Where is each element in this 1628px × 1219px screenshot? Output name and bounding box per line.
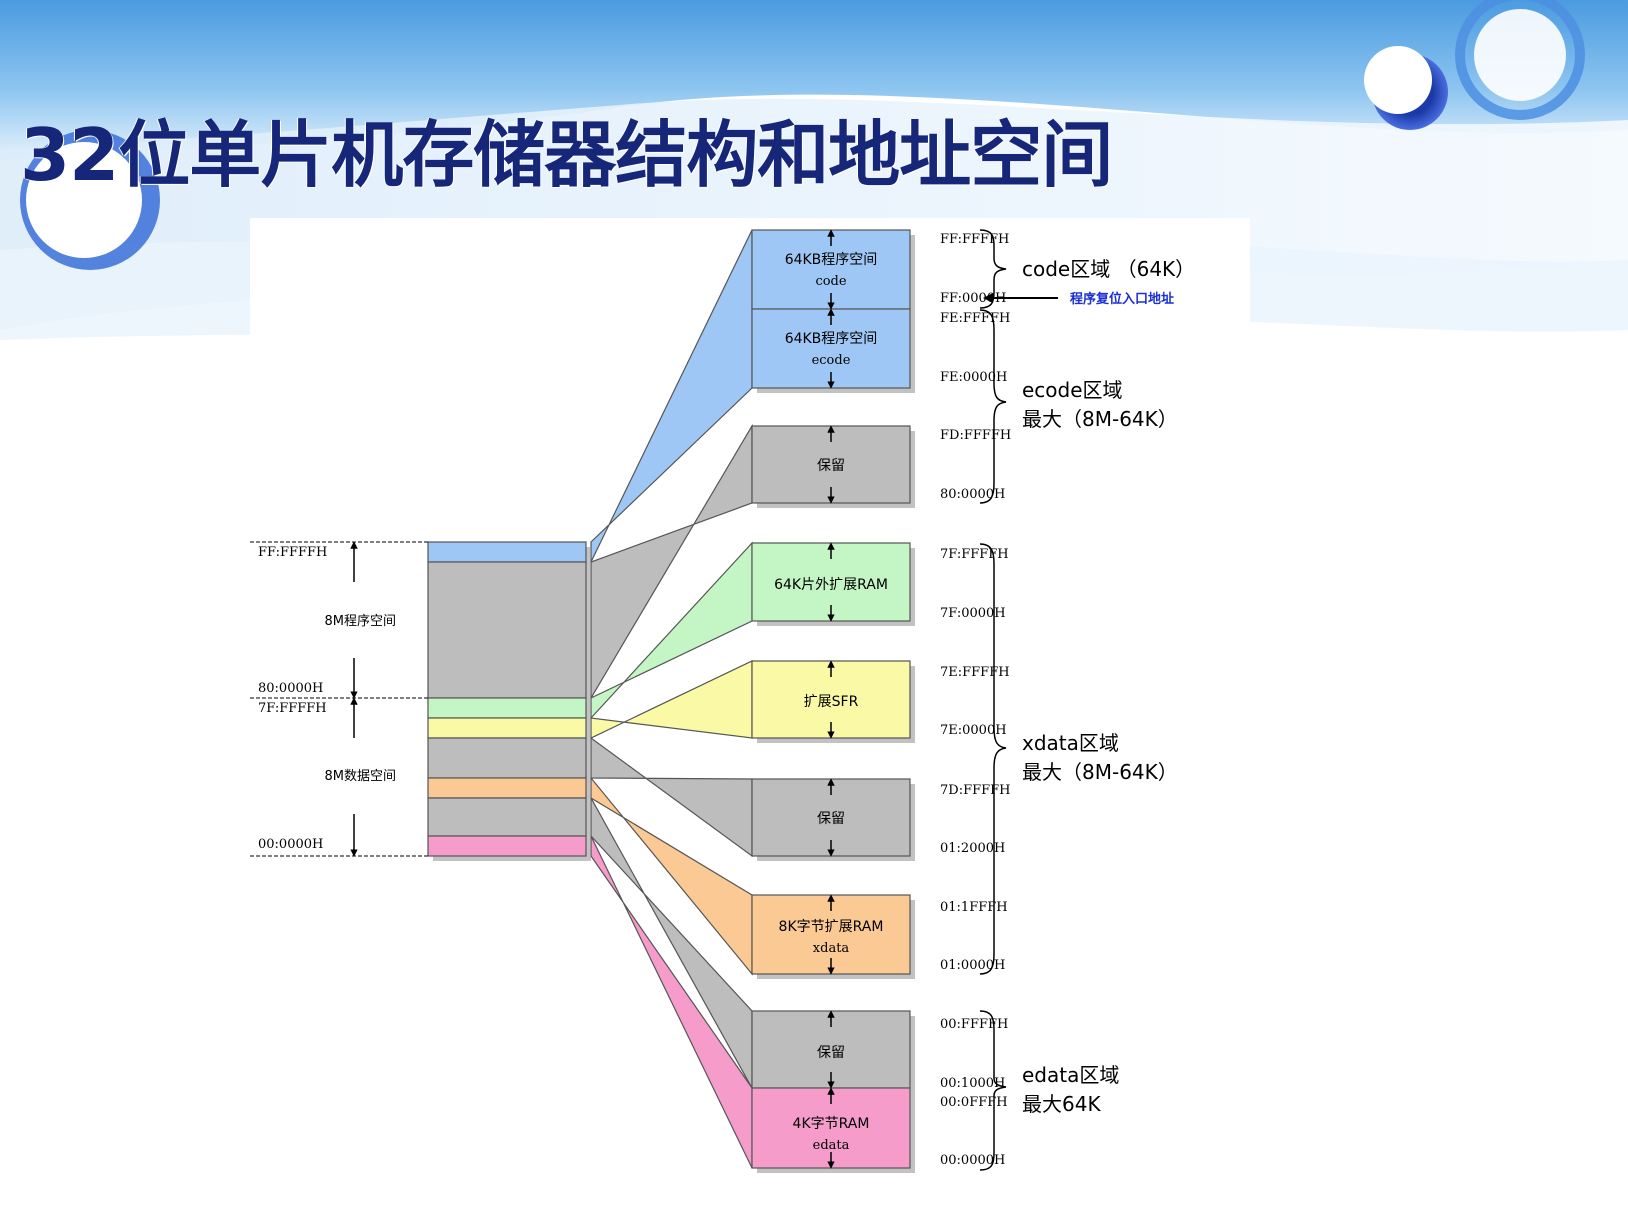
left-green-segment	[427, 697, 587, 719]
block-ecode-sublabel: ecode	[812, 353, 851, 368]
region-edata-label-1: edata区域	[1022, 1063, 1119, 1087]
left-label-8m-program: 8M程序空间	[325, 614, 397, 629]
memory-map-diagram: FF:FFFFH 8M程序空间 80:0000H 7F:FFFFH 8M数据空间…	[250, 218, 1250, 1219]
block-reserved-1-label: 保留	[817, 458, 845, 474]
addr-fe-0000: FE:0000H	[940, 370, 1007, 385]
addr-01-1fff: 01:1FFFH	[940, 900, 1008, 915]
addr-00-ffff: 00:FFFFH	[940, 1017, 1008, 1032]
block-ext-sfr-label: 扩展SFR	[804, 694, 859, 710]
block-edata-sublabel: edata	[813, 1138, 850, 1153]
addr-80-0000: 80:0000H	[940, 487, 1005, 502]
brace-xdata	[979, 543, 1007, 975]
left-data-reserved	[427, 737, 587, 779]
left-pink-segment	[427, 835, 587, 857]
addr-00-0fff: 00:0FFFH	[940, 1095, 1008, 1110]
block-ext-ram-label: 64K片外扩展RAM	[774, 577, 888, 593]
top-left-circle-decoration	[20, 130, 160, 270]
block-reserved-3-label: 保留	[817, 1045, 845, 1061]
region-xdata-label-1: xdata区域	[1022, 731, 1119, 755]
top-right-circles-decoration	[1364, 0, 1585, 130]
brace-edata	[979, 1010, 1007, 1171]
addr-7e-ffff: 7E:FFFFH	[940, 665, 1010, 680]
left-orange-segment	[427, 777, 587, 799]
page-title: 32位单片机存储器结构和地址空间	[20, 113, 1113, 197]
addr-7f-ffff: 7F:FFFFH	[940, 547, 1009, 562]
left-prog-reserved	[427, 561, 587, 699]
block-xdata-sublabel: xdata	[813, 941, 850, 956]
left-label-7f-ffff: 7F:FFFFH	[258, 701, 327, 716]
region-ecode-label-2: 最大（8M-64K）	[1022, 407, 1178, 431]
addr-00-1000: 00:1000H	[940, 1076, 1005, 1091]
left-label-00-0000: 00:0000H	[258, 837, 323, 852]
region-labels: code区域 （64K） 程序复位入口地址 ecode区域 最大（8M-64K）…	[1022, 257, 1195, 1116]
addr-fe-ffff: FE:FFFFH	[940, 311, 1010, 326]
block-edata-label: 4K字节RAM	[793, 1116, 870, 1132]
block-code-label: 64KB程序空间	[785, 252, 878, 268]
block-reserved-2-label: 保留	[817, 811, 845, 827]
left-data-reserved-2	[427, 797, 587, 837]
left-label-80-0000: 80:0000H	[258, 681, 323, 696]
left-column: FF:FFFFH 8M程序空间 80:0000H 7F:FFFFH 8M数据空间…	[250, 541, 591, 861]
block-labels: 64KB程序空间 code 64KB程序空间 ecode 保留 64K片外扩展R…	[774, 252, 888, 1153]
region-braces	[979, 229, 1007, 1171]
brace-ecode	[979, 309, 1007, 504]
left-code-segment	[427, 541, 587, 563]
addr-01-2000: 01:2000H	[940, 841, 1005, 856]
address-labels: FF:FFFFH FF:0000H FE:FFFFH FE:0000H FD:F…	[940, 232, 1011, 1168]
block-ecode-label: 64KB程序空间	[785, 331, 878, 347]
block-code-sublabel: code	[815, 274, 846, 289]
block-xdata-label: 8K字节扩展RAM	[779, 919, 884, 935]
region-ecode-label-1: ecode区域	[1022, 378, 1123, 402]
region-xdata-label-2: 最大（8M-64K）	[1022, 760, 1178, 784]
addr-7e-0000: 7E:0000H	[940, 723, 1007, 738]
reset-entry-label: 程序复位入口地址	[1070, 291, 1174, 307]
addr-7d-ffff: 7D:FFFFH	[940, 783, 1011, 798]
addr-00-0000: 00:0000H	[940, 1153, 1005, 1168]
addr-ff-ffff: FF:FFFFH	[940, 232, 1009, 247]
left-label-8m-data: 8M数据空间	[325, 769, 397, 784]
left-label-ff-ffff: FF:FFFFH	[258, 545, 327, 560]
left-yellow-segment	[427, 717, 587, 739]
connector-fans	[590, 229, 753, 1169]
addr-01-0000: 01:0000H	[940, 958, 1005, 973]
region-edata-label-2: 最大64K	[1022, 1092, 1101, 1116]
addr-7f-0000: 7F:0000H	[940, 606, 1006, 621]
region-code-label: code区域 （64K）	[1022, 257, 1195, 281]
addr-fd-ffff: FD:FFFFH	[940, 428, 1011, 443]
